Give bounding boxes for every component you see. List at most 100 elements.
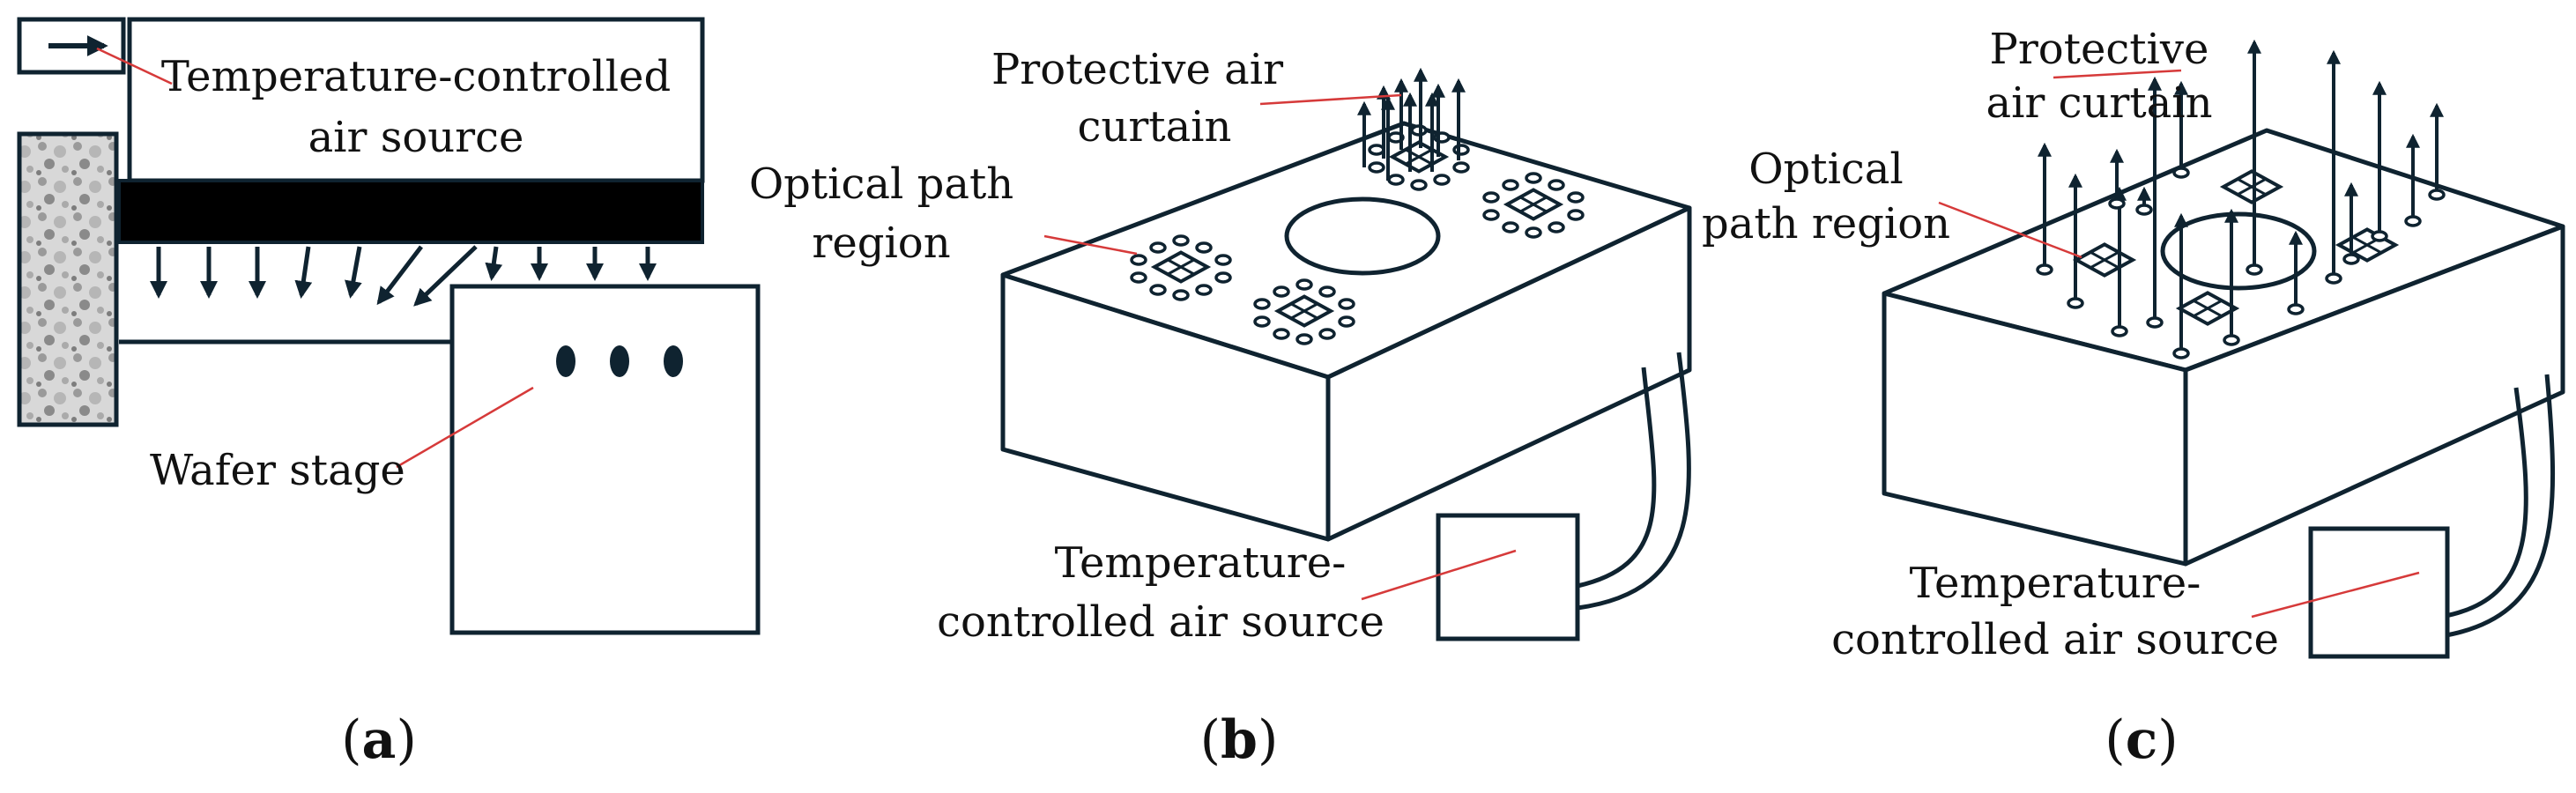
optical-grid bbox=[2175, 291, 2240, 326]
leader-source bbox=[1361, 549, 1517, 601]
nozzle-hole bbox=[1253, 298, 1271, 310]
nozzle-hole bbox=[1295, 333, 1313, 345]
source-label-line1: Temperature- bbox=[1055, 538, 1347, 588]
temperature-box bbox=[2308, 526, 2450, 659]
block-side-face bbox=[1325, 205, 1692, 542]
nozzle-hole bbox=[2135, 204, 2153, 216]
optical-label-line2: path region bbox=[1702, 199, 1950, 248]
curtain-label-line2: air curtain bbox=[1986, 78, 2212, 128]
flow-arrow bbox=[413, 245, 478, 307]
optical-grid bbox=[1273, 294, 1335, 328]
nozzle-hole bbox=[1318, 285, 1336, 298]
nozzle-hole bbox=[1567, 209, 1585, 221]
temperature-box bbox=[1436, 513, 1580, 641]
nozzle-hole bbox=[1214, 271, 1232, 284]
nozzle-hole bbox=[1318, 328, 1336, 340]
flow-arrow bbox=[485, 246, 503, 281]
grid-line bbox=[1167, 258, 1195, 276]
panel-b-caption: (b) bbox=[1200, 709, 1279, 771]
nozzle-hole bbox=[1525, 172, 1542, 184]
inlet-box bbox=[17, 17, 126, 75]
nozzle-hole bbox=[1195, 284, 1213, 296]
air-source-label-line2: air source bbox=[308, 113, 524, 162]
leader-air-source bbox=[96, 47, 173, 85]
nozzle-hole bbox=[1130, 271, 1147, 284]
nozzle-hole bbox=[1130, 254, 1147, 266]
air-flow-arrows bbox=[150, 245, 657, 307]
nozzle-hole bbox=[2223, 334, 2240, 346]
nozzle-hole bbox=[1452, 144, 1470, 156]
stage-dot bbox=[664, 345, 683, 377]
nozzle-hole bbox=[1548, 221, 1565, 233]
nozzle-hole bbox=[1525, 226, 1542, 239]
panel-a: Temperature-controlled air source Wafer … bbox=[17, 17, 761, 771]
leader-curtain bbox=[2053, 69, 2182, 79]
panel-a-caption: (a) bbox=[341, 709, 417, 771]
nozzle-hole bbox=[1273, 328, 1290, 340]
optical-label-line2: region bbox=[812, 219, 950, 268]
nozzle-hole bbox=[2404, 215, 2422, 227]
nozzle-hole bbox=[1149, 284, 1167, 296]
optical-label-line1: Optical bbox=[1748, 145, 1904, 194]
hose-outer bbox=[2440, 387, 2528, 619]
optical-label-line1: Optical path bbox=[749, 159, 1013, 209]
leader-curtain bbox=[1259, 93, 1402, 106]
nozzle-hole bbox=[1482, 209, 1500, 221]
curtain-label-line2: curtain bbox=[1078, 102, 1232, 152]
nozzle-hole bbox=[1502, 179, 1519, 191]
leader-wafer-stage bbox=[396, 386, 534, 469]
nozzle-hole bbox=[1273, 285, 1290, 298]
panel-c: Protective air curtain Optical path regi… bbox=[1702, 25, 2565, 771]
source-label-line1: Temperature- bbox=[1910, 559, 2201, 608]
flow-arrow bbox=[376, 245, 423, 306]
nozzle-hole bbox=[2325, 272, 2342, 285]
source-label-line2: controlled air source bbox=[1831, 615, 2279, 664]
nozzle-hole bbox=[1368, 161, 1385, 174]
nozzle-hole bbox=[2067, 297, 2084, 309]
nozzle-hole bbox=[1410, 179, 1428, 191]
panel-b: Protective air curtain Optical path regi… bbox=[749, 45, 1692, 771]
grid-line bbox=[1290, 302, 1318, 320]
nozzle-hole bbox=[1368, 144, 1385, 156]
nozzle-hole bbox=[2172, 347, 2190, 359]
grid-line bbox=[1519, 196, 1548, 213]
leader-source bbox=[2251, 571, 2420, 619]
nozzle-hole bbox=[1482, 191, 1500, 204]
nozzle-clusters bbox=[1130, 124, 1585, 345]
nozzle-hole bbox=[1172, 289, 1190, 301]
block-side-face bbox=[2183, 224, 2565, 567]
nozzle-hole bbox=[2342, 253, 2360, 265]
hose-outer bbox=[1577, 367, 1657, 589]
nozzle-hole bbox=[1548, 179, 1565, 191]
nozzle-hole bbox=[1338, 298, 1355, 310]
grid-line bbox=[2090, 250, 2119, 270]
grid-line bbox=[2193, 299, 2223, 318]
panel-c-caption: (c) bbox=[2105, 709, 2178, 771]
nozzle-hole bbox=[1253, 315, 1271, 328]
leader-optical bbox=[1043, 234, 1138, 256]
optical-grid bbox=[1503, 188, 1564, 221]
air-source-label-line1: Temperature-controlled bbox=[161, 52, 671, 101]
nozzle-hole bbox=[1338, 315, 1355, 328]
optical-window bbox=[1284, 196, 1441, 276]
hose-inner bbox=[2440, 374, 2556, 639]
nozzle-hole bbox=[1452, 161, 1470, 174]
nozzle-hole bbox=[2111, 325, 2128, 337]
nozzle-hole bbox=[1387, 174, 1405, 186]
nozzle-hole bbox=[1567, 191, 1585, 204]
diffuser-bar bbox=[117, 179, 704, 244]
nozzle-hole bbox=[2108, 197, 2126, 210]
leader-optical bbox=[1938, 201, 2082, 259]
optical-grid bbox=[1150, 250, 1212, 284]
nozzle-hole bbox=[1172, 234, 1190, 247]
nozzle-hole bbox=[1433, 174, 1451, 186]
nozzle-hole bbox=[2371, 230, 2388, 242]
wafer-stage-box bbox=[449, 284, 761, 635]
hose-inner bbox=[1577, 352, 1691, 611]
stage-dot bbox=[610, 345, 629, 377]
optical-window bbox=[2160, 211, 2317, 291]
curtain-label-line1: Protective air bbox=[991, 45, 1283, 94]
air-source-box bbox=[127, 17, 705, 183]
flow-arrow bbox=[345, 246, 362, 299]
nozzle-hole bbox=[2036, 263, 2053, 276]
